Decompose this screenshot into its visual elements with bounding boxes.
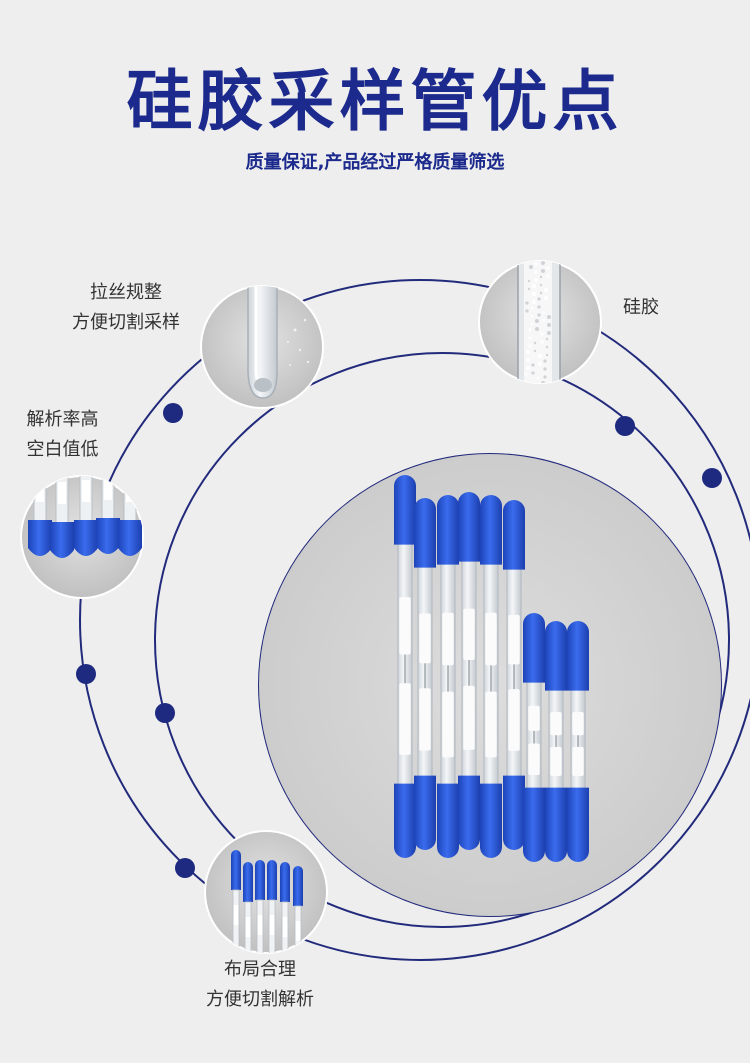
feature-layout-line2: 方便切割解析 <box>206 989 314 1010</box>
feature-pull-wire-line1: 拉丝规整 <box>90 282 162 303</box>
ring-dot <box>76 664 96 684</box>
blue-cap <box>458 492 480 562</box>
blue-cap <box>523 787 545 862</box>
feature-resolution-line1: 解析率高 <box>26 409 99 430</box>
blue-cap <box>567 787 589 862</box>
ring-dot <box>615 416 635 436</box>
blue-cap <box>480 783 502 858</box>
tubes-arrangement-icon <box>204 830 328 954</box>
middle-ring <box>154 352 730 928</box>
orbit-dots <box>76 403 722 878</box>
blue-cap <box>523 613 545 683</box>
feature-layout: 布局合理 方便切割解析 <box>190 955 330 1015</box>
feature-silica-line1: 硅胶 <box>623 297 659 318</box>
ring-dot <box>702 468 722 488</box>
feature-pull-wire-line2: 方便切割采样 <box>72 312 180 333</box>
blue-cap <box>545 787 567 862</box>
blue-cap <box>480 495 502 565</box>
feature-resolution: 解析率高 空白值低 <box>10 405 115 465</box>
feature-silica: 硅胶 <box>606 293 676 323</box>
silica-gel-closeup-icon <box>478 260 602 384</box>
sampling-tube <box>503 500 525 850</box>
feature-layout-line1: 布局合理 <box>224 959 296 980</box>
outer-ring <box>79 279 750 961</box>
glass-tube-tip-icon <box>200 285 324 409</box>
blue-cap <box>503 500 525 570</box>
sampling-tube <box>437 495 459 858</box>
blue-cap <box>394 783 416 858</box>
sampling-tube <box>523 613 545 862</box>
blue-cap <box>414 498 436 568</box>
blue-cap <box>503 775 525 850</box>
blue-cap <box>545 621 567 691</box>
ring-dot <box>175 858 195 878</box>
sampling-tube <box>394 475 416 858</box>
product-photo-sampling-tubes <box>259 454 721 916</box>
blue-caps-row-icon <box>20 475 144 599</box>
blue-cap <box>437 783 459 858</box>
feature-resolution-line2: 空白值低 <box>26 439 99 460</box>
sampling-tube <box>458 492 480 850</box>
sampling-tube <box>545 621 567 862</box>
sampling-tube <box>414 498 436 850</box>
feature-pull-wire: 拉丝规整 方便切割采样 <box>56 278 196 338</box>
blue-cap <box>414 775 436 850</box>
blue-cap <box>437 495 459 565</box>
blue-cap <box>567 621 589 691</box>
blue-cap <box>458 775 480 850</box>
sampling-tube <box>480 495 502 858</box>
page-title: 硅胶采样管优点 <box>126 63 624 140</box>
sampling-tube <box>567 621 589 862</box>
ring-dot <box>163 403 183 423</box>
blue-cap <box>394 475 416 545</box>
ring-dot <box>155 703 175 723</box>
page-subtitle: 质量保证,产品经过严格质量筛选 <box>245 152 505 173</box>
